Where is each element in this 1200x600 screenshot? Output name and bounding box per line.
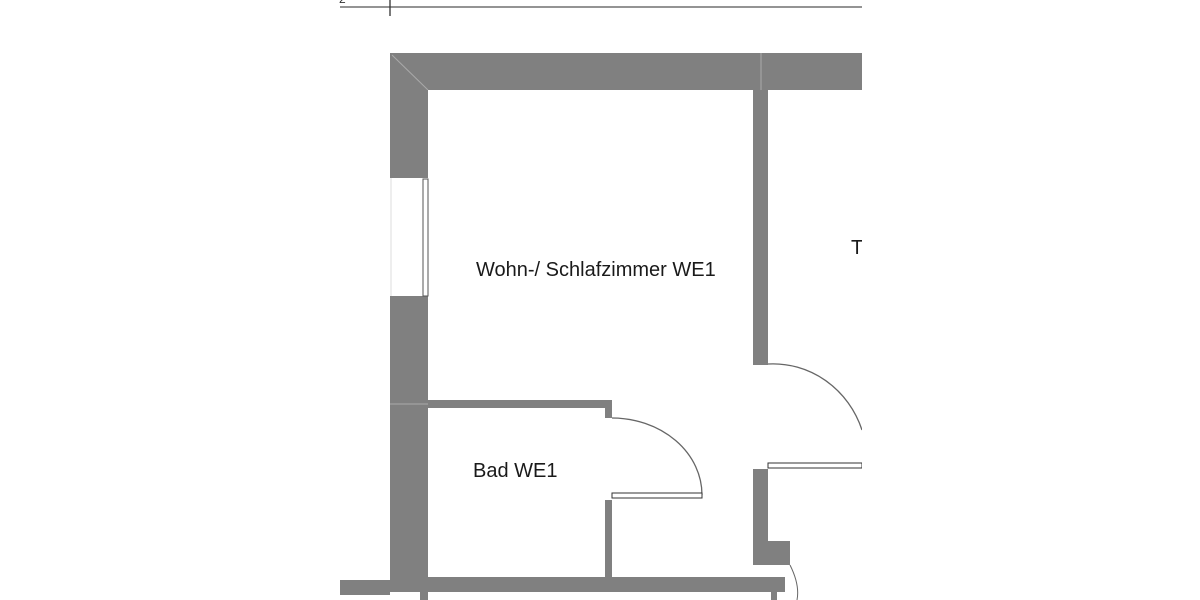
room-label-partial: T xyxy=(851,237,863,259)
wall-interior-right-lower xyxy=(753,469,768,565)
door-swing-arc xyxy=(611,417,703,496)
door-leaf-bad xyxy=(611,492,703,499)
room-label-wohn-schlafzimmer: Wohn-/ Schlafzimmer WE1 xyxy=(476,259,716,281)
wall-interior-right-upper xyxy=(753,90,768,365)
wall-bad-top xyxy=(428,400,612,408)
wall-bottom-left xyxy=(340,580,390,595)
wall-left-lower xyxy=(390,296,428,592)
wall-left-upper xyxy=(390,90,428,178)
window xyxy=(422,178,429,297)
wall-bad-stub xyxy=(605,408,612,418)
crop-mask xyxy=(862,0,1200,600)
door-leaf-right xyxy=(767,462,863,469)
room-label-bad: Bad WE1 xyxy=(473,460,557,482)
dimension-label: 2 xyxy=(339,0,346,6)
wall-bottom xyxy=(428,577,785,592)
wall-bad-right xyxy=(605,500,612,578)
door-swing-arc-right xyxy=(767,363,863,431)
wall-top xyxy=(390,53,862,90)
wall-stub xyxy=(768,541,790,565)
